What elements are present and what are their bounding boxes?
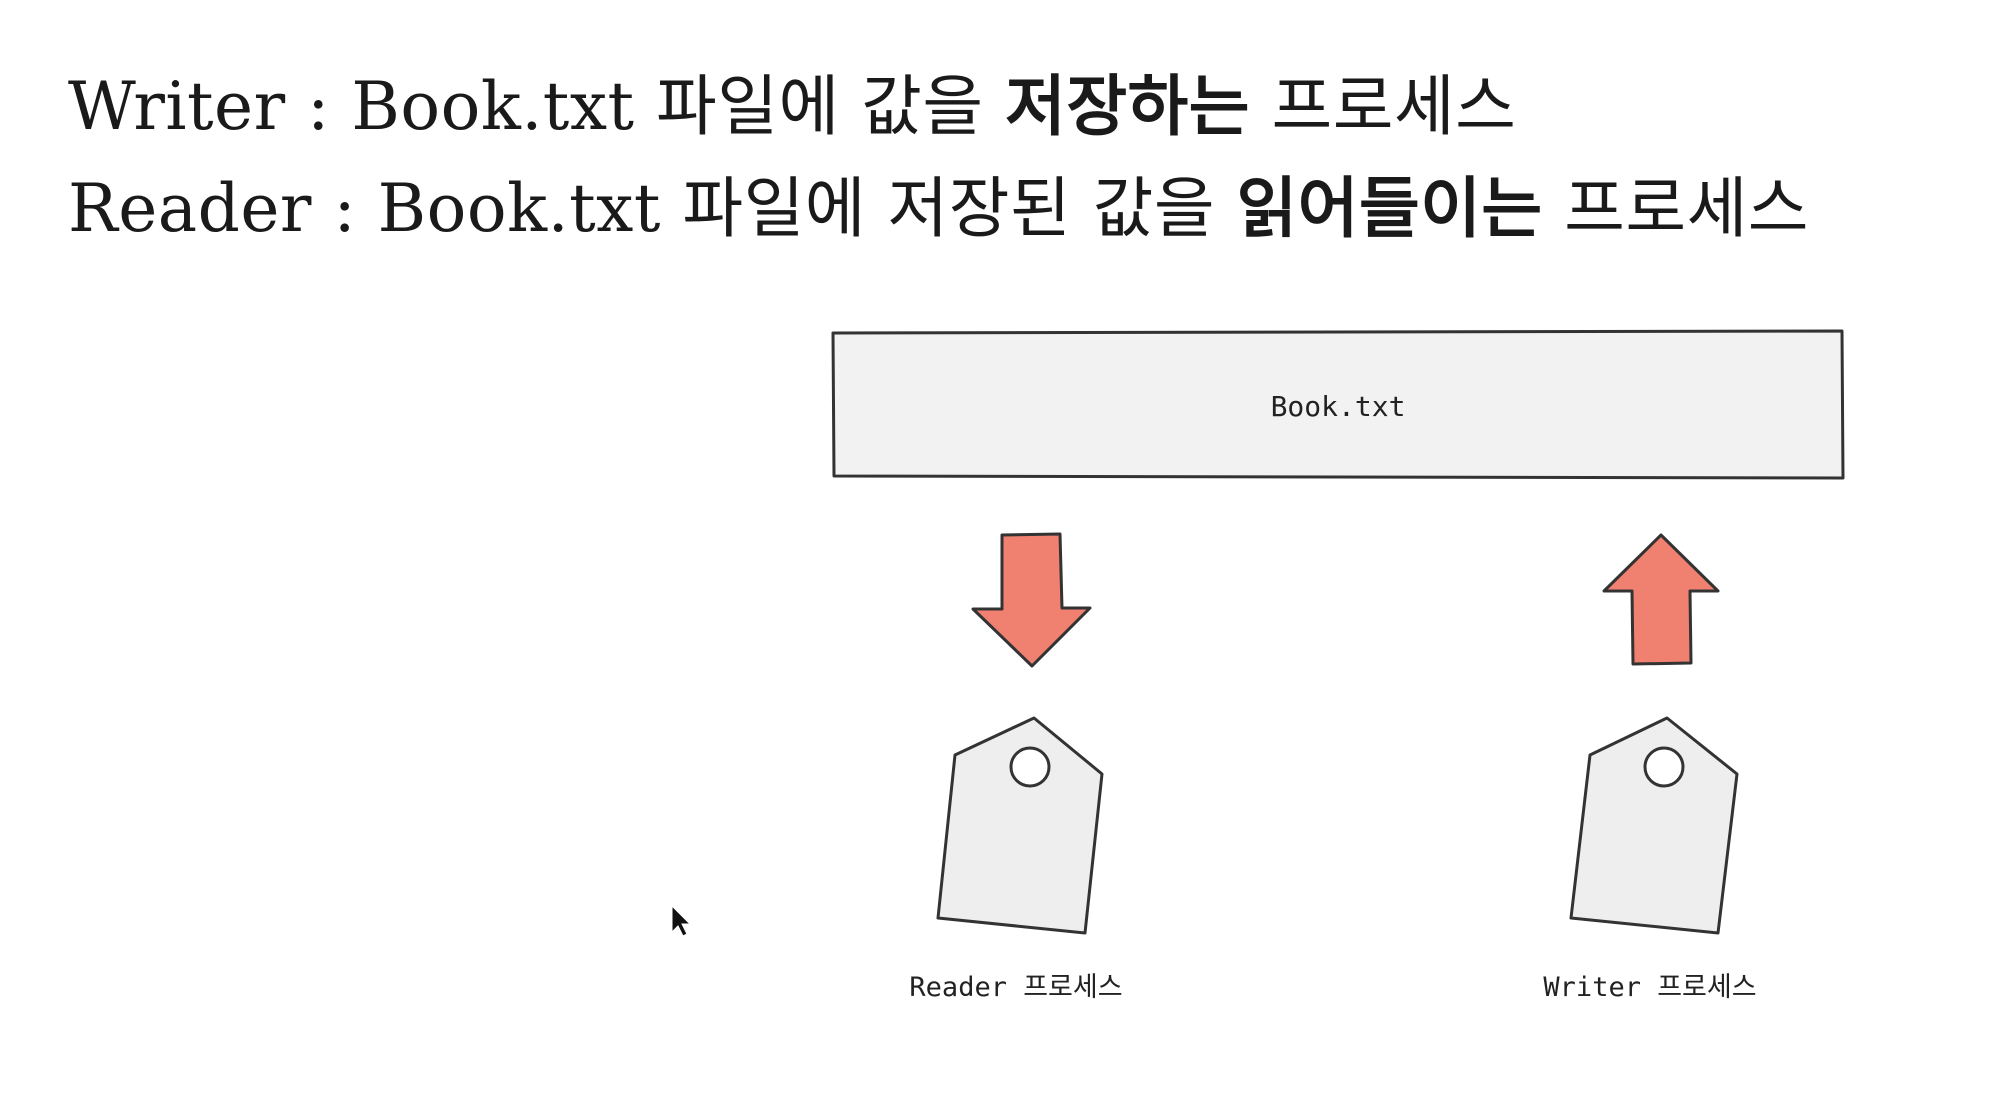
writer-definition-text: Writer : Book.txt 파일에 값을 xyxy=(68,68,1006,145)
mouse-cursor-icon xyxy=(671,904,692,937)
reader-definition-emphasis: 읽어들이는 xyxy=(1236,169,1543,247)
reader-definition-suffix: 프로세스 xyxy=(1542,170,1810,247)
tag-icon xyxy=(1569,716,1739,935)
book-file-rect xyxy=(831,329,1845,480)
writer-process-label: Writer 프로세스 xyxy=(1543,972,1756,1003)
writer-definition-emphasis: 저장하는 xyxy=(1005,67,1250,145)
book-file-label: Book.txt xyxy=(1271,390,1406,423)
reader-process-label: Reader 프로세스 xyxy=(909,972,1122,1003)
tag-hole xyxy=(1643,746,1685,788)
arrow-up-icon xyxy=(1602,533,1720,666)
book-file-box: Book.txt xyxy=(831,329,1845,480)
tag-hole xyxy=(1009,746,1051,788)
reader-definition: Reader : Book.txt 파일에 저장된 값을 읽어들이는 프로세스 xyxy=(68,168,1809,249)
writer-definition: Writer : Book.txt 파일에 값을 저장하는 프로세스 xyxy=(68,66,1516,147)
writer-process-tag xyxy=(1569,716,1739,935)
tag-icon xyxy=(936,716,1104,935)
arrow-down-icon xyxy=(971,532,1092,668)
reader-process-tag xyxy=(936,716,1104,935)
writer-definition-suffix: 프로세스 xyxy=(1250,68,1517,145)
reader-definition-text: Reader : Book.txt 파일에 저장된 값을 xyxy=(68,170,1237,247)
